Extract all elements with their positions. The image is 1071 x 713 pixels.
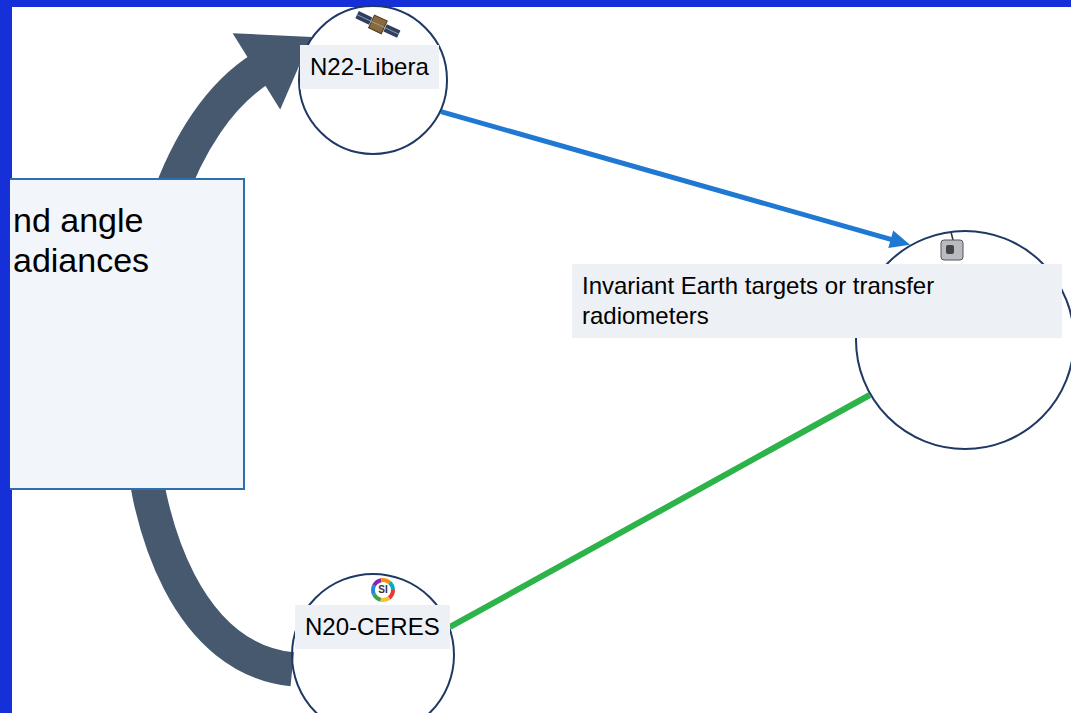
node-circle: N22-Libera bbox=[298, 5, 448, 155]
si-logo bbox=[373, 580, 393, 600]
node-circle: Invariant Earth targets or transfer radi… bbox=[855, 230, 1071, 450]
frame-bar-top bbox=[0, 0, 1071, 7]
logo-text: SI bbox=[376, 583, 389, 597]
arrow-head bbox=[888, 231, 910, 248]
arrow-connector bbox=[441, 112, 910, 248]
box-text: nd angle adiances bbox=[13, 200, 237, 280]
node-label: N20-CERES bbox=[295, 605, 450, 649]
connector-line bbox=[450, 395, 870, 627]
satellite-icon bbox=[354, 8, 402, 40]
line-connector bbox=[450, 395, 870, 627]
radiometer-icon bbox=[941, 232, 963, 260]
node-label: N22-Libera bbox=[300, 45, 439, 89]
text-box: nd angle adiances bbox=[10, 178, 245, 490]
node-label: Invariant Earth targets or transfer radi… bbox=[572, 264, 1062, 338]
connector-line bbox=[441, 112, 893, 240]
node-circle: N20-CERES bbox=[291, 573, 455, 713]
